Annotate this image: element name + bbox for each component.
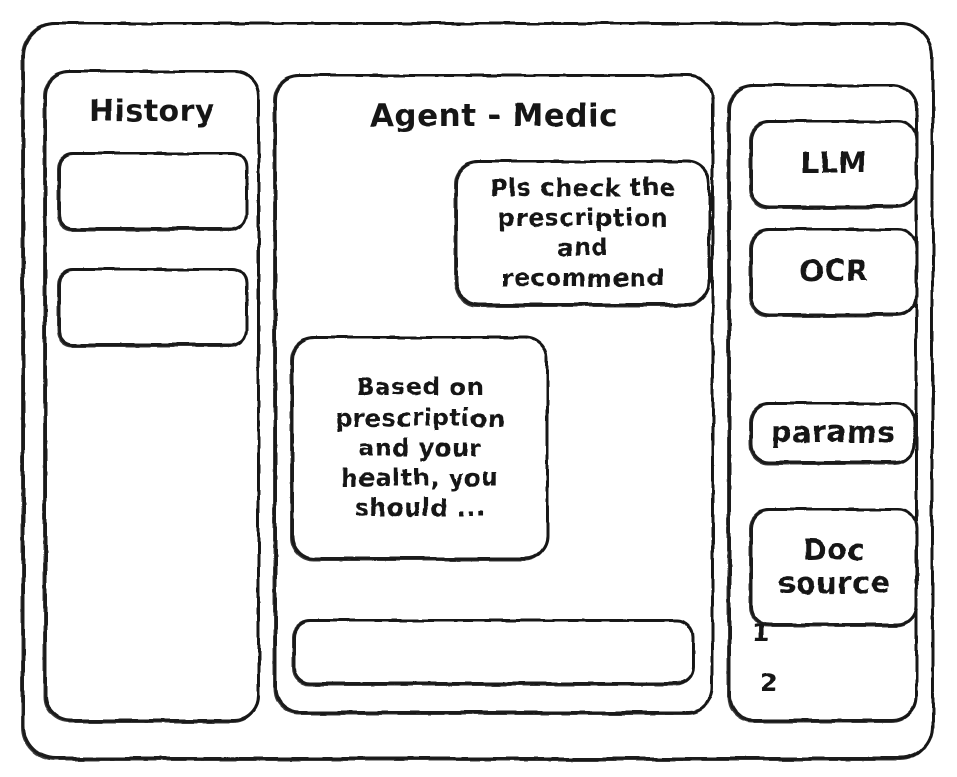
tool-card-ocr-label: OCR	[799, 254, 869, 289]
history-panel-title: History	[88, 94, 216, 129]
tool-card-llm-label: LLM	[800, 146, 868, 181]
user-message-bubble: Pls check the prescription and recommend	[454, 160, 711, 307]
assistant-message-bubble: Based on prescription and your health, y…	[290, 336, 549, 561]
user-message-text: Pls check the prescription and recommend	[490, 173, 676, 293]
doc-source-list-item[interactable]: 2	[760, 668, 778, 697]
tool-card-doc-source[interactable]: Doc source	[749, 508, 918, 627]
tool-card-params[interactable]: params	[749, 402, 916, 465]
history-list-item[interactable]	[57, 268, 248, 347]
tool-card-doc-source-label: Doc source	[778, 532, 890, 600]
agent-panel-title: Agent - Medic	[369, 98, 619, 134]
message-composer-input[interactable]	[292, 619, 695, 686]
tool-card-llm[interactable]: LLM	[749, 120, 918, 209]
tool-card-ocr[interactable]: OCR	[749, 228, 918, 317]
assistant-message-text: Based on prescription and your health, y…	[334, 373, 506, 523]
history-list-item[interactable]	[57, 152, 248, 231]
tool-card-params-label: params	[770, 415, 896, 450]
doc-source-list-item[interactable]: 1	[752, 618, 770, 647]
